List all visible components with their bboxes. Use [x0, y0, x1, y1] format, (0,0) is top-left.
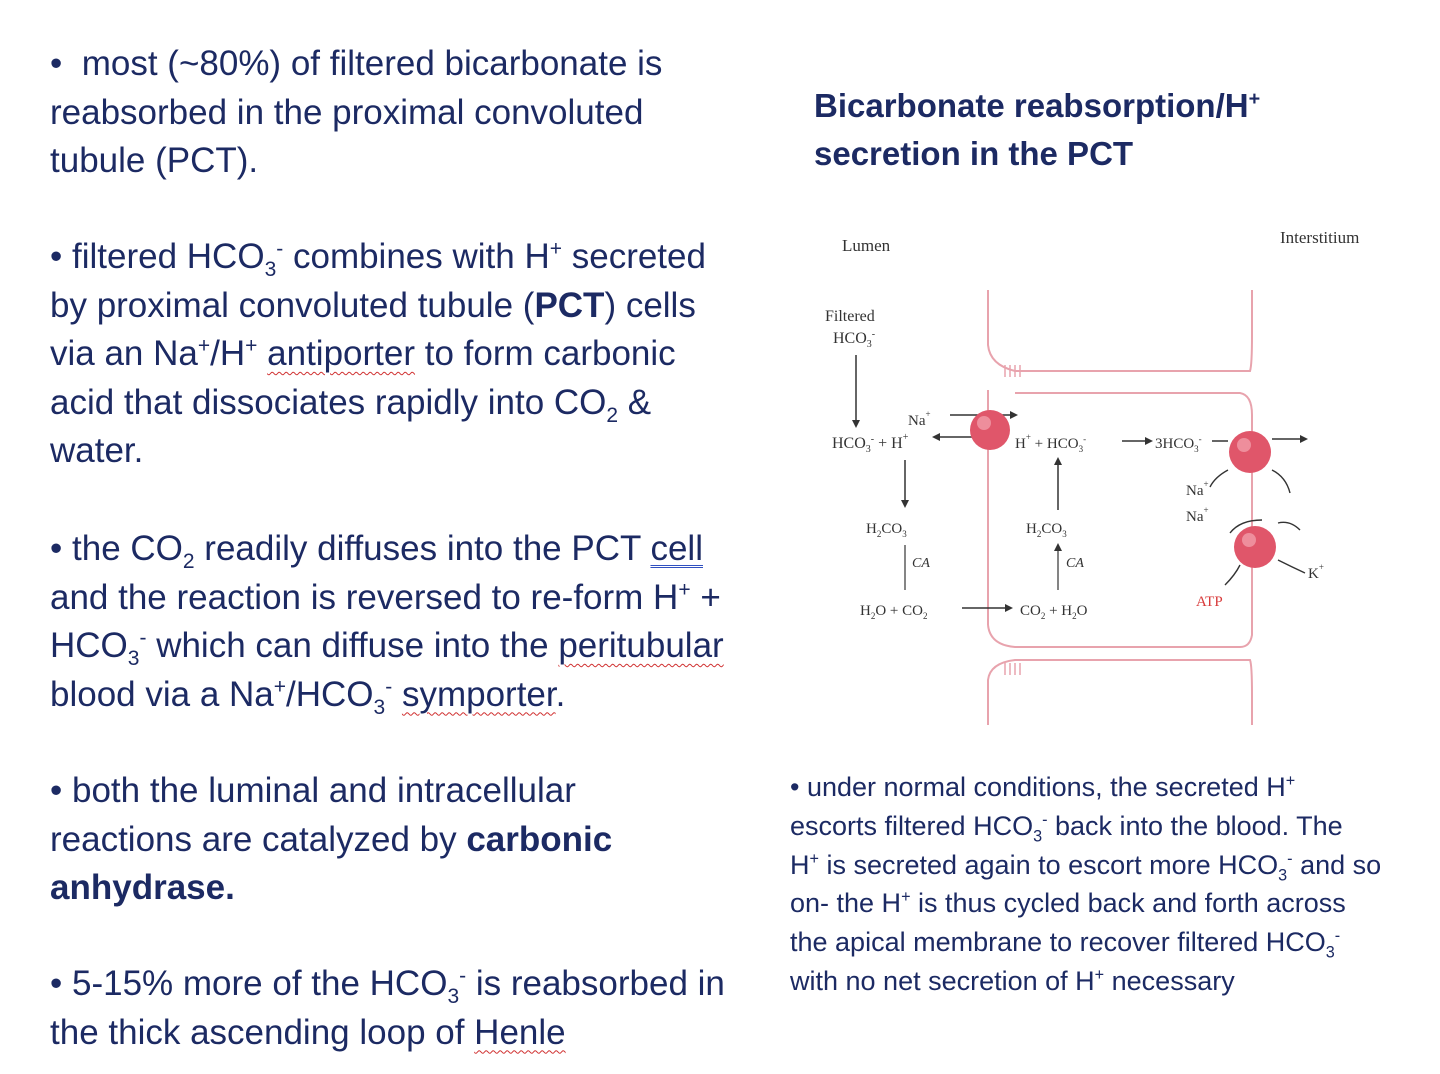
arrowhead: [852, 420, 860, 428]
h-hco3-intracellular: H+ + HCO3-: [1015, 432, 1086, 454]
ca-label-right: CA: [1066, 556, 1084, 571]
atp-label: ATP: [1196, 594, 1223, 610]
ca-label-left: CA: [912, 556, 930, 571]
h2o-co2-left: H2O + CO2: [860, 603, 927, 621]
grammar-cell: cell: [650, 529, 703, 568]
h2co3-left: H2CO3: [866, 521, 907, 539]
cycling-note: • under normal conditions, the secreted …: [790, 772, 1382, 996]
na-k-atpase: [1234, 526, 1276, 568]
spellcheck-henle: Henle: [474, 1012, 566, 1052]
na-label-right1: Na+: [1186, 479, 1209, 499]
h2co3-right: H2CO3: [1026, 521, 1067, 539]
na-hco3-symporter: [1229, 431, 1271, 473]
diagram-title: Bicarbonate reabsorption/H+ secretion in…: [814, 87, 1261, 172]
spellcheck-antiporter: antiporter: [267, 334, 416, 373]
filtered-label: Filtered: [825, 308, 875, 325]
bullet-filtered-hco3: • filtered HCO3- combines with H+ secret…: [50, 237, 706, 470]
na-h-antiporter: [970, 410, 1010, 450]
bullet-loop-of-henle: • 5-15% more of the HCO3- is reabsorbed …: [50, 964, 725, 1052]
spellcheck-symporter: symporter: [401, 674, 556, 714]
hco3-plus-h-label: HCO3- + H+: [832, 432, 909, 455]
bullet-carbonic-anhydrase: • both the luminal and intracellular rea…: [50, 771, 613, 907]
co2-h2o-right: CO2 + H2O: [1020, 603, 1088, 621]
spellcheck-peritubular: peritubular: [558, 626, 724, 665]
three-hco3: 3HCO3-: [1155, 434, 1202, 454]
k-label: K+: [1308, 562, 1324, 582]
interstitium-label: Interstitium: [1280, 228, 1359, 247]
cell-membranes: [987, 290, 1253, 725]
filtered-hco3-label: HCO3-: [833, 329, 875, 350]
na-label-left: Na+: [908, 409, 931, 429]
pct-diagram: Lumen Interstitium Filtered HCO3- Na+ HC…: [825, 228, 1359, 725]
bullet-pct-reabsorption: • most (~80%) of filtered bicarbonate is…: [50, 44, 663, 180]
bullet-co2-diffuses: • the CO2 readily diffuses into the PCT …: [50, 529, 724, 719]
tight-junctions: [1004, 365, 1021, 675]
lumen-label: Lumen: [842, 236, 891, 255]
na-label-right2: Na+: [1186, 505, 1209, 525]
